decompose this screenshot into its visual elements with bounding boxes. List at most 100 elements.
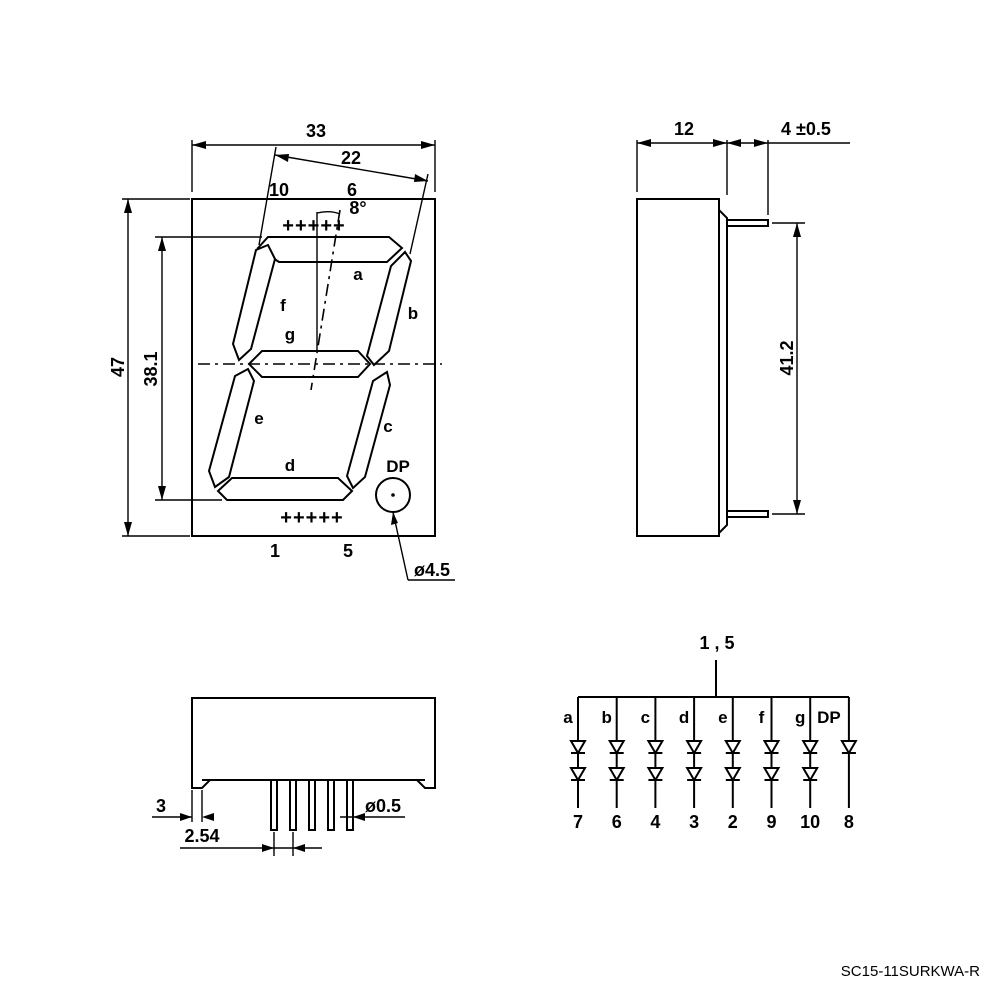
segment-b (365, 250, 413, 367)
part-number: SC15-11SURKWA-R (841, 963, 980, 980)
pin-marks-bottom: +++++ (280, 507, 343, 529)
arrow (637, 139, 651, 147)
front-view: 33 22 47 38.1 8° 10 6 +++++ +++++ 1 5 a … (108, 121, 455, 581)
dim-digit-height-label: 38.1 (141, 351, 161, 386)
segment-f (231, 243, 277, 362)
segment-c (345, 370, 392, 490)
bottom-pin (327, 779, 335, 831)
common-pin-label: 1 , 5 (699, 633, 734, 653)
diode-icon (646, 767, 665, 782)
diode-icon (685, 767, 703, 782)
arrow (158, 237, 166, 251)
channel-segment-label: DP (817, 708, 841, 727)
channel-pin-label: 2 (728, 812, 738, 832)
arrow (293, 844, 305, 852)
arrow (353, 813, 365, 821)
diode-icon (840, 740, 858, 755)
bottom-pin (346, 779, 354, 831)
segment-label-a: a (353, 265, 363, 284)
arrow (793, 223, 801, 237)
side-pin-top (727, 219, 769, 227)
diode-icon (801, 767, 819, 782)
arrow (754, 139, 768, 147)
dim-digit-width-label: 22 (341, 148, 361, 168)
arrow (793, 500, 801, 514)
arrow (262, 844, 274, 852)
arrow (421, 141, 435, 149)
channel-pin-label: 7 (573, 812, 583, 832)
arrow (124, 199, 132, 213)
channel-pin-label: 4 (650, 812, 660, 832)
diode-icon (762, 740, 781, 755)
pin-label-top-left: 10 (269, 180, 289, 200)
bottom-body-outline (191, 697, 436, 789)
slant-centerline (310, 209, 341, 391)
arrow (275, 154, 289, 162)
channel-c: c4 (641, 697, 665, 832)
pin-label-bottom-left: 1 (270, 541, 280, 561)
channel-b: b6 (602, 697, 626, 832)
slant-angle-arc (316, 211, 341, 215)
channel-pin-label: 10 (800, 812, 820, 832)
bottom-pins (270, 779, 354, 831)
bottom-view: 3 2.54 ø0.5 (152, 697, 436, 856)
dim-offset-label: 3 (156, 796, 166, 816)
channel-pin-label: 6 (612, 812, 622, 832)
side-body-outline (636, 198, 728, 537)
channel-pin-label: 3 (689, 812, 699, 832)
dim-pitch-label: 2.54 (184, 826, 219, 846)
channel-segment-label: e (718, 708, 727, 727)
segment-label-c: c (383, 417, 392, 436)
diode-icon (569, 740, 587, 755)
channel-a: a7 (563, 697, 587, 832)
bottom-pin (270, 779, 278, 831)
channel-segment-label: g (795, 708, 805, 727)
arrow (414, 174, 428, 182)
segment-d (216, 477, 354, 501)
decimal-point-center (391, 493, 395, 497)
channel-segment-label: b (602, 708, 612, 727)
channel-segment-label: d (679, 708, 689, 727)
dim-width-label: 33 (306, 121, 326, 141)
arrow (192, 141, 206, 149)
dim-dp-diameter-label: ø4.5 (414, 560, 450, 580)
arrow (124, 522, 132, 536)
segment-label-f: f (280, 296, 286, 315)
diode-icon (646, 740, 665, 755)
dim-pin-length-label: 4 ±0.5 (781, 119, 831, 139)
side-view: 12 4 ±0.5 41.2 (636, 119, 850, 537)
channel-f: f9 (759, 697, 781, 832)
arrow (391, 512, 398, 525)
dim-pin-span-label: 41.2 (777, 340, 797, 375)
side-pin-bottom (727, 510, 769, 518)
segment-e (207, 367, 256, 489)
pin-label-bottom-right: 5 (343, 541, 353, 561)
dim-line-digit-width (274, 154, 429, 182)
channel-pin-label: 9 (766, 812, 776, 832)
arrow (713, 139, 727, 147)
segment-label-b: b (408, 304, 418, 323)
bottom-pin (308, 779, 316, 831)
display-body-outline (191, 198, 436, 537)
ext-digit-right (409, 173, 429, 255)
segment-label-g: g (285, 325, 295, 344)
arrow (180, 813, 192, 821)
segment-label-dp: DP (386, 457, 410, 476)
channel-segment-label: c (641, 708, 650, 727)
pin-marks-top: +++++ (282, 215, 345, 237)
channel-dp: DP8 (817, 697, 858, 832)
channel-segment-label: a (563, 708, 573, 727)
arrow (202, 813, 214, 821)
segment-label-d: d (285, 456, 295, 475)
dim-slant-label: 8° (349, 198, 366, 218)
channel-d: d3 (679, 697, 703, 832)
diode-icon (724, 767, 742, 782)
ext-digit-left (258, 146, 277, 246)
arrow (158, 486, 166, 500)
diode-icon (762, 767, 781, 782)
dim-pin-dia-label: ø0.5 (365, 796, 401, 816)
